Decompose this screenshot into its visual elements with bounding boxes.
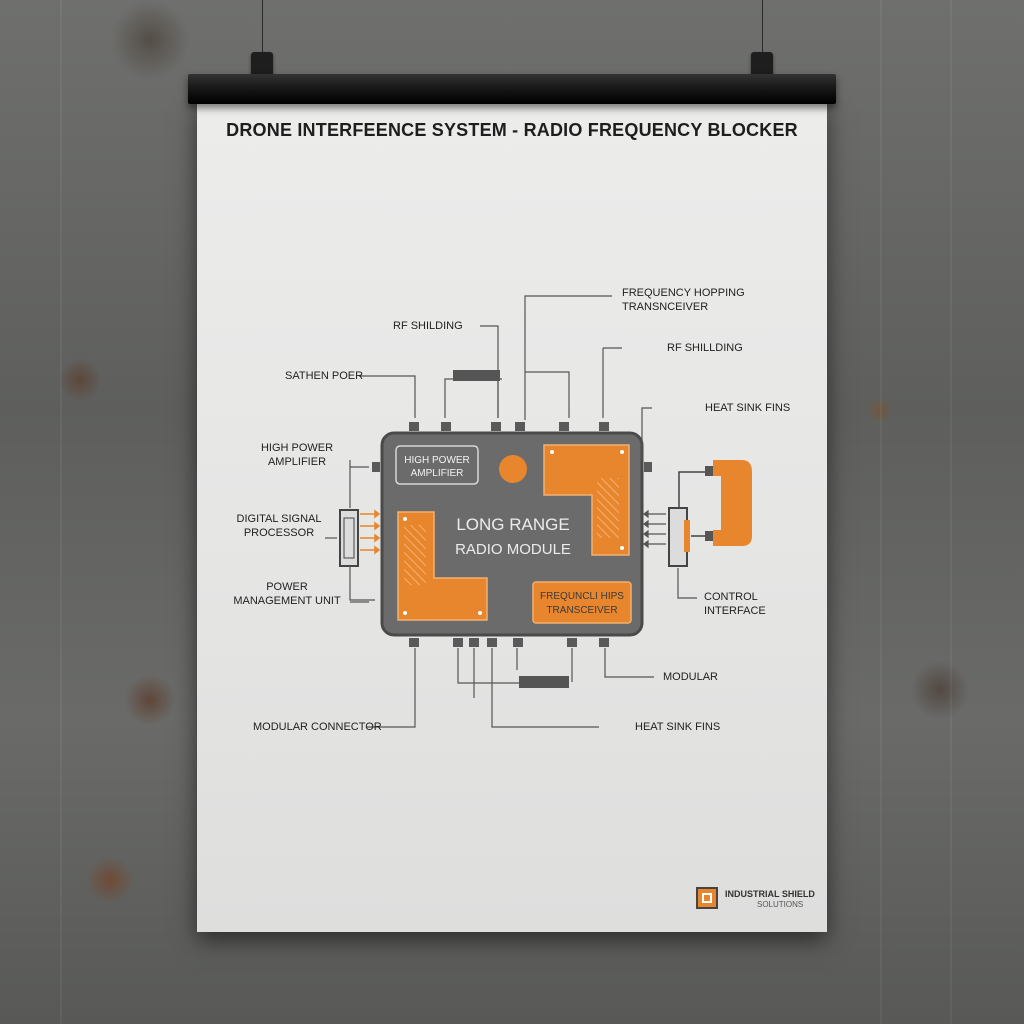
inner-transceiver-label-2: TRANSCEIVER — [546, 605, 617, 616]
label-frequency-hopping-1: FREQUENCY HOPPING — [622, 287, 745, 299]
radio-module: HIGH POWER AMPLIFIER FREQUNCLI HIPS TRAN… — [372, 422, 652, 647]
bottom-shield-bar — [519, 676, 569, 688]
inner-amplifier-box — [395, 445, 479, 485]
module-title-line-2: RADIO MODULE — [455, 541, 571, 558]
brand-logo — [696, 887, 718, 909]
left-side-pin — [372, 462, 380, 472]
control-side-component — [643, 460, 752, 567]
label-heat-sink-fins-top: HEAT SINK FINS — [705, 402, 790, 414]
inner-transceiver-label-1: FREQUNCLI HIPS — [540, 591, 624, 602]
heat-sink-hatch — [404, 525, 426, 585]
binder-clip-left — [251, 52, 273, 78]
top-shield-bar — [453, 370, 500, 381]
module-title-line-1: LONG RANGE — [456, 515, 569, 534]
hanging-wire-left — [262, 0, 263, 58]
bottom-connector-pins — [409, 638, 609, 647]
label-digital-signal-processor-2: PROCESSOR — [244, 527, 314, 539]
left-wiring — [325, 460, 375, 603]
poster-hanger-rail — [188, 74, 836, 104]
brand-tagline: SOLUTIONS — [757, 900, 804, 909]
control-interface-block — [713, 460, 752, 546]
callout-labels: RF SHILDING FREQUENCY HOPPING TRANSNCEIV… — [233, 287, 790, 733]
label-power-management-unit-2: MANAGEMENT UNIT — [233, 595, 341, 607]
label-frequency-hopping-2: TRANSNCEIVER — [622, 301, 708, 313]
brand-name: INDUSTRIAL SHIELD — [725, 889, 815, 899]
label-digital-signal-processor-1: DIGITAL SIGNAL — [237, 513, 322, 525]
right-side-pin — [644, 462, 652, 472]
label-heat-sink-fins-bottom: HEAT SINK FINS — [635, 721, 720, 733]
label-control-interface-2: INTERFACE — [704, 605, 766, 617]
dsp-side-component — [339, 509, 381, 567]
label-power-management-unit-1: POWER — [266, 581, 308, 593]
label-modular-connector: MODULAR CONNECTOR — [253, 721, 382, 733]
binder-clip-right — [751, 52, 773, 78]
inner-amplifier-label-2: AMPLIFIER — [411, 468, 464, 479]
inner-amplifier-label-1: HIGH POWER — [404, 455, 470, 466]
poster: DRONE INTERFEENCE SYSTEM - RADIO FREQUEN… — [197, 100, 827, 932]
hanging-wire-right — [762, 0, 763, 58]
wall-streak — [950, 0, 952, 1024]
label-sathen-poer: SATHEN POER — [285, 370, 363, 382]
module-diagram: HIGH POWER AMPLIFIER FREQUNCLI HIPS TRAN… — [233, 287, 790, 733]
bottom-wiring — [367, 648, 654, 728]
label-rf-shilding-right: RF SHILLDING — [667, 342, 743, 354]
label-high-power-amplifier-2: AMPLIFIER — [268, 456, 326, 468]
label-control-interface-1: CONTROL — [704, 591, 758, 603]
right-wiring — [677, 568, 697, 599]
poster-title: DRONE INTERFEENCE SYSTEM - RADIO FREQUEN… — [226, 120, 798, 140]
heat-sink-hatch — [597, 478, 619, 538]
inner-transceiver-box — [532, 581, 632, 624]
label-rf-shilding-top: RF SHILDING — [393, 320, 463, 332]
label-high-power-amplifier-1: HIGH POWER — [261, 442, 333, 454]
label-modular: MODULAR — [663, 671, 718, 683]
wall-streak — [880, 0, 882, 1024]
wall-streak — [60, 0, 62, 1024]
top-connector-pins — [409, 422, 609, 431]
status-indicator — [499, 455, 527, 483]
